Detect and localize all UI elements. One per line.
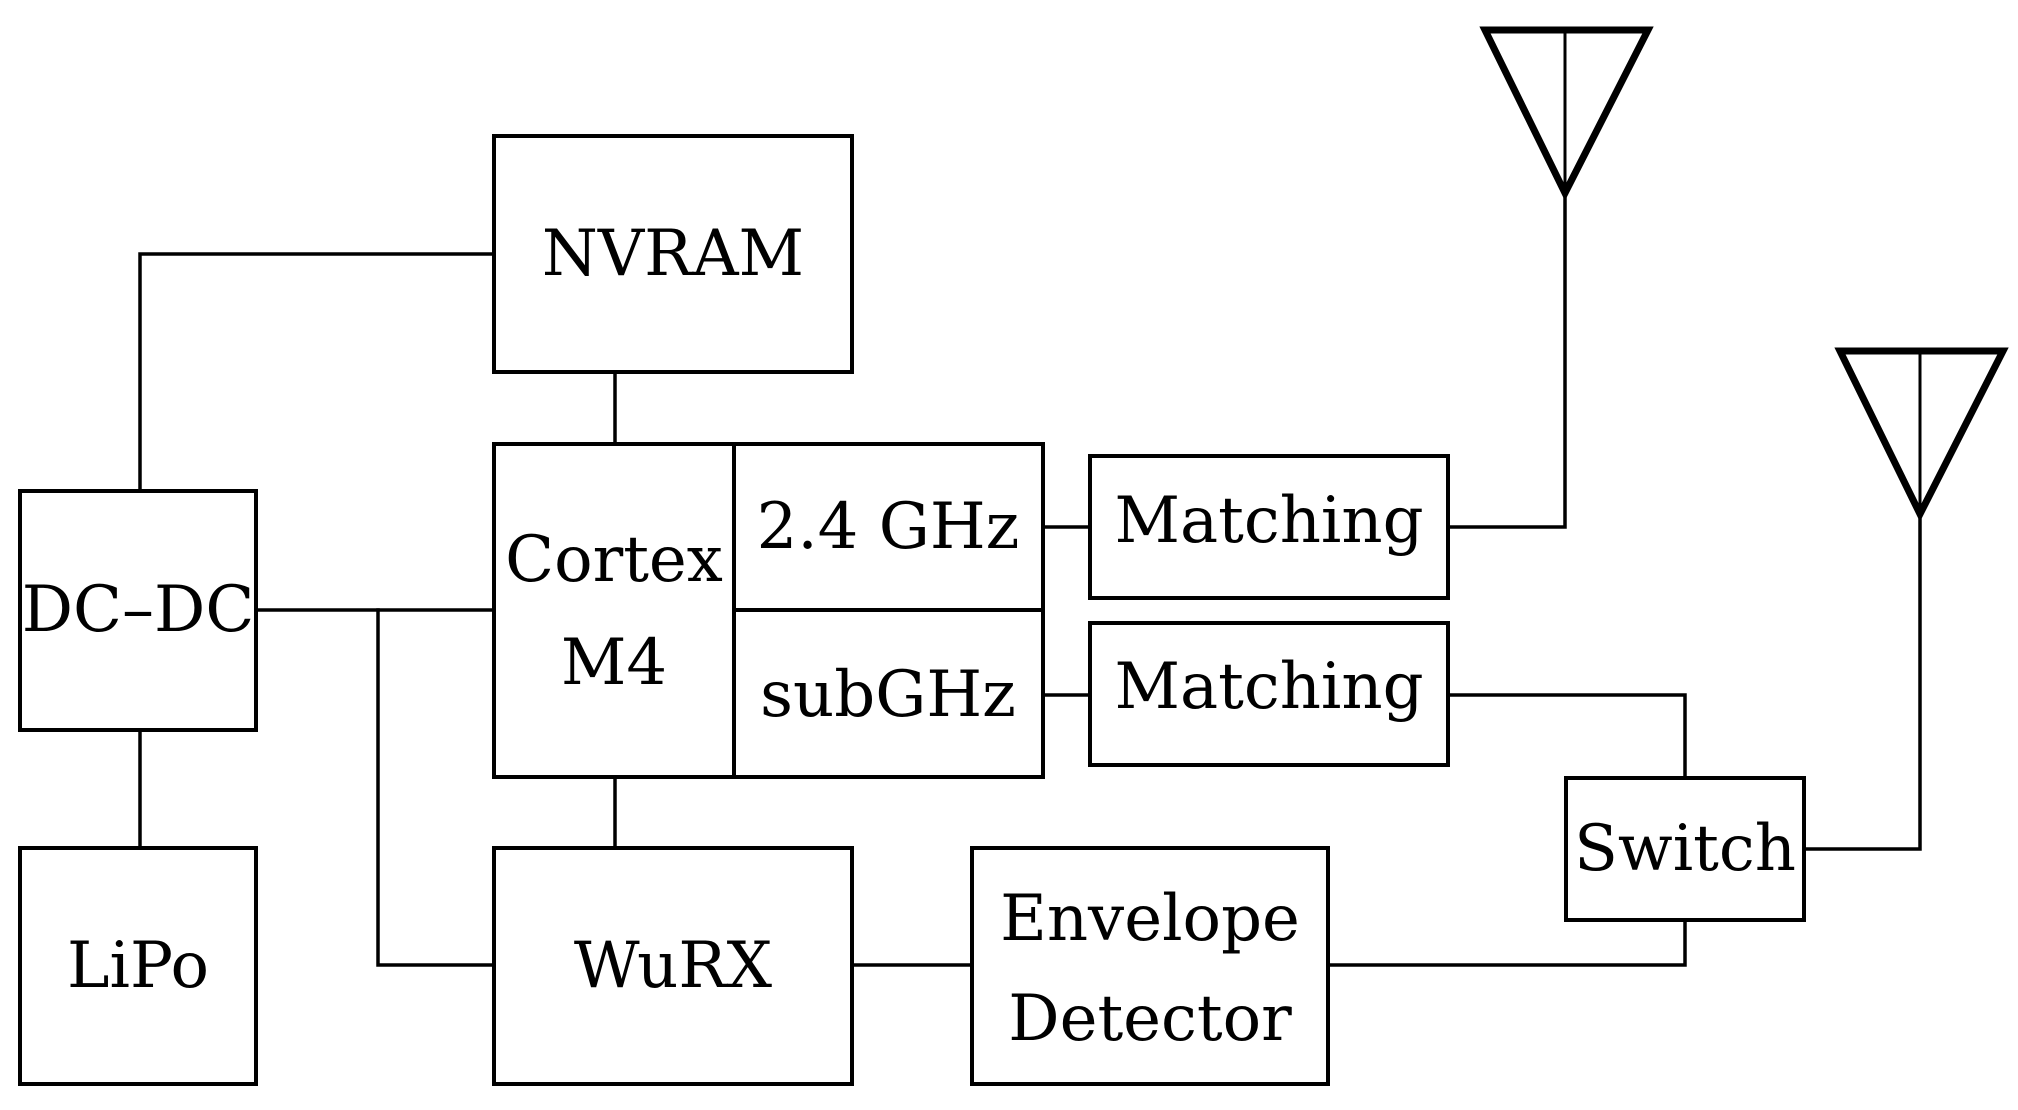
radio-24ghz-label: 2.4 GHz — [757, 490, 1020, 564]
matching-top-label: Matching — [1114, 484, 1423, 558]
wurx-block: WuRX — [492, 846, 854, 1086]
wurx-label: WuRX — [574, 929, 773, 1003]
wire-matching-switch — [1446, 693, 1687, 780]
wire-switch-envelope — [1326, 919, 1687, 967]
cortex-label-line2: M4 — [561, 626, 667, 700]
envelope-label-line1: Envelope — [1000, 882, 1300, 956]
antenna-subghz-icon — [1834, 347, 2009, 522]
lipo-label: LiPo — [67, 929, 209, 1003]
antenna-24ghz-icon — [1479, 26, 1654, 201]
nvram-block: NVRAM — [492, 134, 854, 374]
envelope-detector-block: Envelope Detector — [970, 846, 1330, 1086]
dcdc-label: DC–DC — [22, 573, 255, 647]
radio-subghz-block: subGHz — [732, 608, 1045, 779]
switch-block: Switch — [1564, 776, 1806, 922]
nvram-label: NVRAM — [542, 217, 804, 291]
wire-switch-antenna2 — [1802, 518, 1922, 851]
matching-bottom-label: Matching — [1114, 650, 1423, 724]
matching-top-block: Matching — [1088, 454, 1450, 600]
cortex-label-line1: Cortex — [505, 523, 723, 597]
matching-bottom-block: Matching — [1088, 621, 1450, 767]
switch-label: Switch — [1574, 812, 1796, 886]
wire-bus-wurx — [376, 608, 496, 967]
lipo-block: LiPo — [18, 846, 258, 1086]
wire-dcdc-nvram — [138, 252, 496, 493]
radio-subghz-label: subGHz — [760, 658, 1016, 732]
wires — [138, 194, 1922, 967]
envelope-label-line2: Detector — [1008, 982, 1292, 1056]
wire-matching-antenna1 — [1446, 194, 1567, 529]
dcdc-block: DC–DC — [18, 489, 258, 732]
cortex-m4-block: Cortex M4 — [492, 442, 736, 779]
radio-24ghz-block: 2.4 GHz — [732, 442, 1045, 612]
